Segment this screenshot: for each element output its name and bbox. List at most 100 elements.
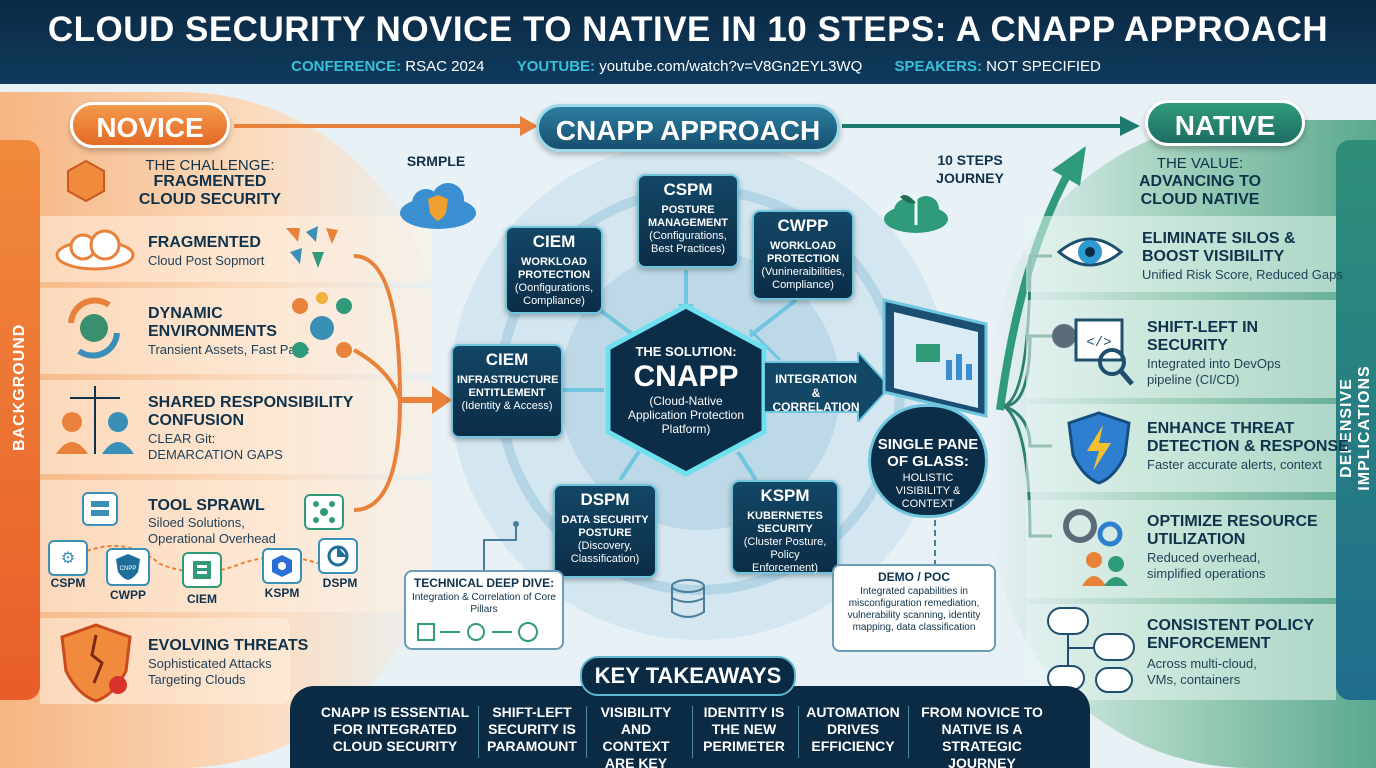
tool-label: CSPM bbox=[50, 576, 86, 590]
dashboard-screen-icon bbox=[882, 298, 988, 418]
takeaway-line: AND CONTEXT bbox=[602, 721, 670, 754]
shift-left-title2: SECURITY bbox=[1147, 337, 1228, 354]
youtube-value: youtube.com/watch?v=V8Gn2EYL3WQ bbox=[599, 58, 863, 75]
threat-sub: Faster accurate alerts, context bbox=[1147, 457, 1322, 472]
background-strip bbox=[0, 140, 40, 700]
takeaway-divider bbox=[798, 706, 799, 758]
network-node-icon bbox=[304, 494, 344, 530]
conference-value: RSAC 2024 bbox=[405, 58, 485, 75]
value-line1: THE VALUE: bbox=[1156, 155, 1244, 172]
ciem-sub: INFRASTRUCTURE ENTITLEMENT bbox=[457, 374, 559, 399]
dspm-sub: DATA SECURITY POSTURE bbox=[561, 514, 649, 539]
cspm-heading: CSPM bbox=[663, 180, 713, 199]
dspm-tool-icon bbox=[318, 538, 358, 574]
takeaway-item: SHIFT-LEFT SECURITY IS PARAMOUNT bbox=[482, 704, 582, 755]
key-takeaways-title: KEY TAKEAWAYS bbox=[580, 656, 796, 696]
ciem-tool-icon bbox=[182, 552, 222, 588]
threats-title: EVOLVING THREATS bbox=[148, 637, 309, 654]
kspm-box: KSPM KUBERNETES SECURITY (Cluster Postur… bbox=[731, 480, 839, 574]
ciem-heading: CIEM bbox=[485, 350, 529, 369]
dynamic-title2: ENVIRONMENTS bbox=[148, 323, 277, 340]
speakers-label: SPEAKERS: bbox=[894, 58, 982, 75]
shift-left-title: SHIFT-LEFT IN bbox=[1147, 319, 1259, 336]
takeaway-item: VISIBILITY AND CONTEXT ARE KEY bbox=[588, 704, 684, 768]
dspm-heading: DSPM bbox=[580, 490, 630, 509]
value-line2: ADVANCING TO bbox=[1138, 173, 1262, 190]
gears-users-icon bbox=[1054, 504, 1138, 590]
deep-dive-sub: Integration & Correlation of Core Pillar… bbox=[412, 592, 556, 615]
steps-line2: JOURNEY bbox=[936, 170, 1004, 186]
challenge-line3: CLOUD SECURITY bbox=[138, 191, 282, 208]
challenge-line2: FRAGMENTED bbox=[153, 173, 267, 190]
dspm-box: DSPM DATA SECURITY POSTURE (Discovery, C… bbox=[553, 484, 657, 578]
pane-sub: HOLISTIC VISIBILITY & CONTEXT bbox=[895, 472, 961, 510]
page-title: CLOUD SECURITY NOVICE TO NATIVE IN 10 ST… bbox=[47, 10, 1329, 49]
tool-label: CWPP bbox=[110, 588, 146, 602]
single-pane-circle bbox=[868, 404, 988, 518]
takeaway-line: IDENTITY IS bbox=[703, 704, 785, 720]
policy-title: CONSISTENT POLICY bbox=[1147, 617, 1315, 634]
solution-desc: (Cloud-Native Application Protection Pla… bbox=[627, 394, 745, 436]
demo-connector bbox=[934, 520, 936, 566]
flow-icons bbox=[417, 622, 538, 642]
takeaway-line: DRIVES bbox=[826, 721, 880, 737]
converge-arrows bbox=[353, 254, 452, 512]
kspm-sub: KUBERNETES SECURITY bbox=[747, 510, 823, 535]
pane-title: SINGLE PANE OF GLASS: bbox=[877, 436, 979, 470]
optimize-title: OPTIMIZE RESOURCE bbox=[1147, 513, 1318, 530]
srmple-label: SRMPLE bbox=[406, 153, 466, 169]
defensive-implications-label: DEFENSIVE IMPLICATIONS bbox=[1338, 365, 1373, 491]
meta-line: CONFERENCE: RSAC 2024 YOUTUBE: youtube.c… bbox=[0, 58, 1376, 75]
shift-left-sub: Integrated into DevOps bbox=[1147, 356, 1281, 371]
shield-fragments-icon bbox=[272, 222, 352, 276]
cnapp-approach-pill: CNAPP APPROACH bbox=[536, 104, 840, 152]
cwpp-desc: (Vunineraibilities, Compliance) bbox=[761, 266, 845, 291]
cwpp-box: CWPP WORKLOAD PROTECTION (Vunineraibilit… bbox=[752, 210, 854, 300]
optimize-sub: Reduced overhead, bbox=[1147, 550, 1261, 565]
optimize-title2: UTILIZATION bbox=[1147, 531, 1246, 548]
shared-sub2: DEMARCATION GAPS bbox=[148, 447, 283, 462]
multi-cloud-icon bbox=[1040, 604, 1140, 696]
speakers-value: NOT SPECIFIED bbox=[986, 58, 1101, 75]
cwpp-tool-icon: CNPP bbox=[106, 548, 150, 586]
tool-sprawl-sub2: Operational Overhead bbox=[148, 531, 276, 546]
eye-icon bbox=[1054, 220, 1126, 284]
tool-label: KSPM bbox=[264, 586, 300, 600]
takeaway-line: FROM NOVICE TO bbox=[921, 704, 1043, 720]
hexagon-icon bbox=[62, 158, 110, 204]
cspm-desc: (Configurations, Best Practices) bbox=[649, 230, 727, 255]
conference-label: CONFERENCE: bbox=[291, 58, 402, 75]
novice-pill: NOVICE bbox=[70, 102, 230, 148]
broken-shield-icon bbox=[54, 620, 138, 706]
shift-left-sub2: pipeline (CI/CD) bbox=[1147, 372, 1240, 387]
refresh-globe-icon bbox=[56, 292, 132, 364]
takeaway-line: CNAPP IS ESSENTIAL bbox=[320, 704, 470, 720]
policy-title2: ENFORCEMENT bbox=[1147, 635, 1271, 652]
integration-label: INTEGRATION & CORRELATION bbox=[772, 372, 860, 414]
tool-sprawl-sub: Siloed Solutions, bbox=[148, 515, 245, 530]
threats-sub2: Targeting Clouds bbox=[148, 672, 246, 687]
cloud-plant-icon bbox=[880, 178, 952, 238]
tool-label: CIEM bbox=[187, 592, 217, 606]
silos-title: ELIMINATE SILOS & bbox=[1142, 230, 1296, 247]
threat-title2: DETECTION & RESPONSE bbox=[1147, 438, 1349, 455]
demo-title: DEMO / POC bbox=[877, 570, 950, 584]
deep-dive-title: TECHNICAL DEEP DIVE: bbox=[413, 576, 555, 590]
takeaway-item: AUTOMATION DRIVES EFFICIENCY bbox=[802, 704, 904, 755]
shared-title2: CONFUSION bbox=[148, 412, 244, 429]
cwpp-sub: WORKLOAD PROTECTION bbox=[766, 240, 840, 265]
silos-sub: Unified Risk Score, Reduced Gaps bbox=[1142, 267, 1343, 282]
cloud-icon bbox=[50, 224, 140, 272]
dspm-desc: (Discovery, Classification) bbox=[570, 540, 640, 565]
users-icon bbox=[50, 384, 140, 460]
database-icon bbox=[671, 579, 705, 618]
steps-line1: 10 STEPS bbox=[937, 152, 1003, 168]
cwpp-heading: CWPP bbox=[777, 216, 829, 235]
takeaway-item: IDENTITY IS THE NEW PERIMETER bbox=[696, 704, 792, 755]
dynamic-title: DYNAMIC bbox=[148, 305, 223, 322]
native-pill: NATIVE bbox=[1145, 100, 1305, 146]
list-item bbox=[40, 380, 432, 474]
ciem-top-desc: (Oonfigurations, Compliance) bbox=[514, 282, 594, 307]
list-item bbox=[1026, 500, 1336, 598]
svg-text:</>: </> bbox=[1086, 335, 1111, 351]
